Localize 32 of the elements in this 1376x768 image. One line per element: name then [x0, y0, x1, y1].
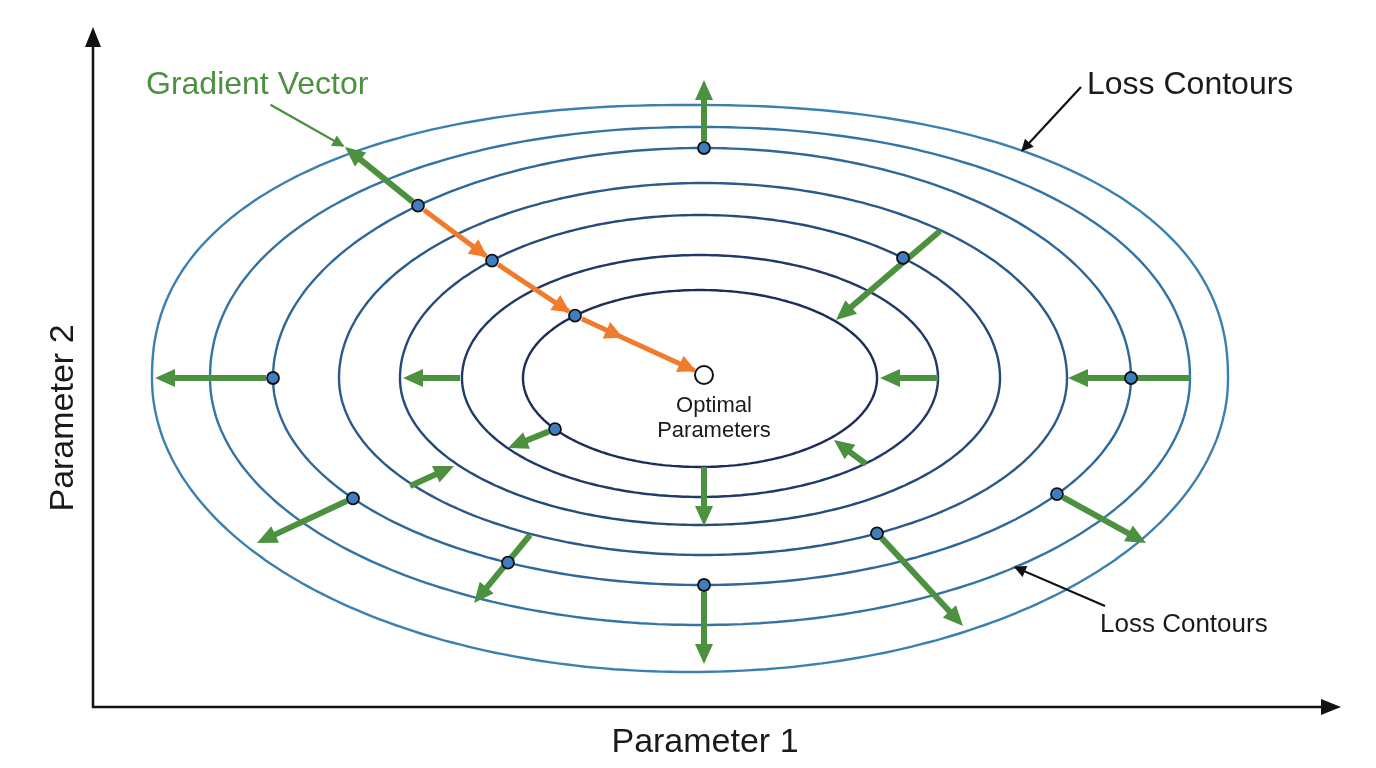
- leader-line: [1013, 565, 1106, 607]
- gradient-arrow: [695, 467, 713, 526]
- gradient-arrow: [403, 369, 460, 387]
- gradient-arrow: [155, 369, 266, 387]
- gradient-arrow: [836, 228, 942, 320]
- gradient-arrow: [508, 428, 550, 449]
- gradient-arrow: [695, 592, 713, 664]
- gradient-arrow: [474, 533, 533, 603]
- annotation-label: Gradient Vector: [146, 65, 369, 102]
- point-label: Optimal Parameters: [656, 392, 772, 443]
- annotation-label: Loss Contours: [1087, 65, 1294, 102]
- arrow: [580, 316, 696, 373]
- annotation-label: Loss Contours: [1100, 609, 1268, 639]
- axis-title: Parameter 2: [42, 324, 82, 512]
- arrow: [496, 262, 571, 314]
- gradient-arrow: [834, 440, 868, 467]
- ring-icon: [694, 365, 714, 385]
- gradient-arrow: [408, 466, 454, 489]
- leader-line: [1021, 86, 1082, 152]
- axis-title: Parameter 1: [611, 721, 799, 761]
- gradient-arrow: [1068, 369, 1190, 387]
- gradient-arrow: [695, 80, 713, 141]
- arrow: [422, 208, 488, 259]
- dot-icon: [568, 308, 582, 323]
- dot-icon: [411, 198, 425, 213]
- gradient-arrow: [257, 498, 348, 543]
- leader-line: [269, 103, 345, 147]
- gradient-arrow: [1061, 494, 1146, 543]
- gradient-arrow: [880, 369, 938, 387]
- gradient-arrow: [345, 147, 415, 204]
- gradient-arrow: [879, 536, 963, 626]
- dot-icon: [485, 253, 499, 268]
